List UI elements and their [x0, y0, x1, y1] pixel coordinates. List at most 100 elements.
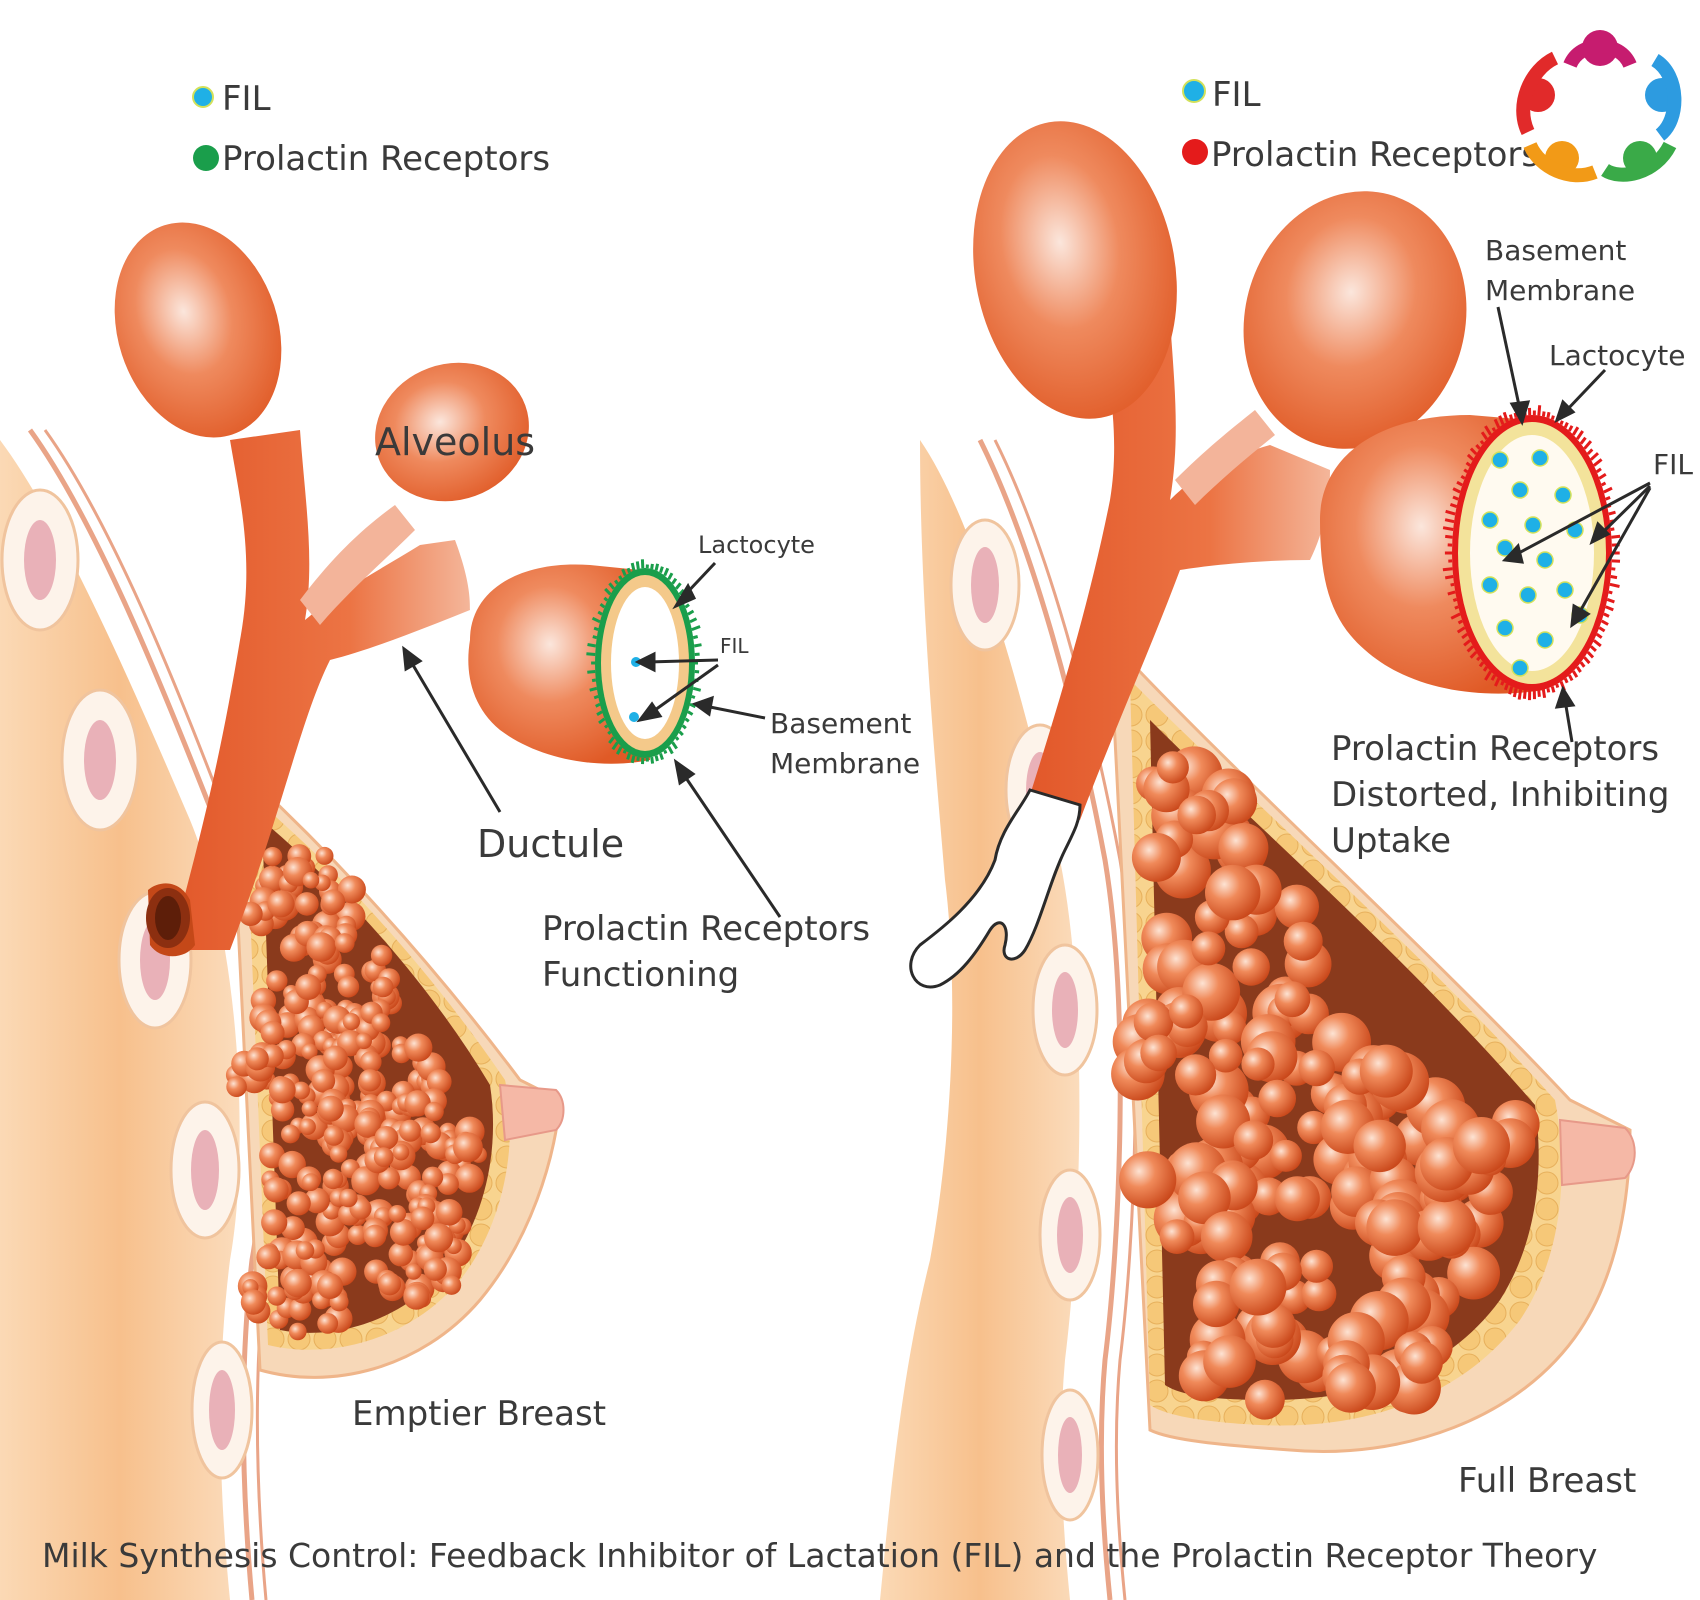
- receptor-tick: [591, 678, 597, 683]
- receptor-tick: [1476, 656, 1481, 662]
- receptor-tick: [1537, 405, 1542, 416]
- receptor-tick: [1555, 683, 1560, 689]
- lobule-icon: [1301, 1276, 1337, 1312]
- lobule-icon: [1274, 981, 1311, 1018]
- lobule-icon: [392, 1143, 410, 1161]
- receptor-tick: [614, 579, 619, 585]
- alveolus-upper-right-2: [1243, 191, 1467, 449]
- receptor-tick: [691, 695, 696, 699]
- receptor-tick: [630, 755, 636, 764]
- basement-label-right-1: Basement: [1485, 234, 1626, 267]
- receptor-tick: [622, 749, 627, 754]
- alveolus-label: Alveolus: [375, 420, 535, 464]
- lobule-icon: [1200, 1211, 1253, 1263]
- receptor-tick: [1610, 527, 1615, 531]
- receptor-tick: [675, 582, 682, 590]
- lobule-icon: [295, 1241, 315, 1260]
- lobule-icon: [266, 970, 288, 992]
- lobule-icon: [370, 944, 393, 967]
- receptor-tick: [1457, 619, 1464, 625]
- receptor-tick: [681, 724, 687, 730]
- receptor-tick: [1586, 650, 1595, 659]
- lobule-icon: [299, 1118, 316, 1135]
- left-pointer-arrows: [402, 561, 782, 918]
- receptor-tick: [1563, 421, 1569, 429]
- receptor-tick: [1463, 639, 1472, 647]
- lobule-icon: [1274, 1176, 1320, 1222]
- receptor-tick: [587, 670, 596, 674]
- lobule-icon: [1417, 1197, 1477, 1257]
- alveolus-upper-right-1: [973, 121, 1177, 419]
- receptor-tick: [1522, 690, 1527, 699]
- lobule-icon: [1205, 864, 1261, 921]
- lactocyte-label-left: Lactocyte: [698, 531, 815, 559]
- receptor-tick: [692, 635, 699, 640]
- receptor-tick: [1490, 674, 1497, 681]
- receptor-tick: [1537, 690, 1541, 697]
- receptor-tick: [593, 694, 599, 700]
- receptor-tick: [1494, 677, 1501, 687]
- lobule-icon: [1447, 1246, 1500, 1300]
- receptor-tick: [1589, 645, 1597, 653]
- lobule-icon: [226, 1076, 247, 1097]
- legend-fil-label-right: FIL: [1212, 75, 1261, 115]
- fil-legend-icon: [192, 86, 214, 108]
- lobule-icon: [1131, 832, 1181, 882]
- lobule-icon: [441, 1275, 462, 1295]
- lobule-icon: [389, 1218, 417, 1246]
- lobule-icon: [1366, 1199, 1423, 1256]
- receptor-tick: [621, 568, 627, 577]
- receptor-tick: [599, 603, 606, 609]
- receptor-tick: [1447, 590, 1456, 596]
- receptor-tick: [587, 643, 597, 648]
- receptor-tick: [1567, 425, 1574, 432]
- receptor-tick: [693, 643, 702, 648]
- lobule-icon: [1213, 1011, 1247, 1045]
- receptor-tick: [1605, 496, 1611, 501]
- receptor-tick: [659, 566, 664, 574]
- lobule-icon: [1191, 931, 1226, 966]
- lobule-icon: [1241, 1047, 1275, 1081]
- lobule-icon: [317, 1273, 343, 1299]
- fil-dot-icon: [1481, 576, 1499, 594]
- fil-dot-icon: [1556, 581, 1574, 599]
- lobule-icon: [1300, 1249, 1333, 1283]
- lobule-icon: [363, 1224, 387, 1248]
- ductule-label: Ductule: [477, 822, 624, 866]
- lobule-icon: [1169, 994, 1204, 1029]
- lobule-icon: [1193, 1280, 1240, 1328]
- lobule-icon: [422, 1166, 444, 1188]
- receptor-tick: [1608, 510, 1616, 516]
- receptor-tick: [654, 563, 660, 571]
- receptor-tick: [1598, 472, 1607, 480]
- alveolus-upper-left: [114, 222, 282, 438]
- receptor-tick: [1442, 526, 1454, 531]
- receptor-tick: [1600, 619, 1609, 626]
- receptor-tick: [1575, 430, 1584, 440]
- lobule-icon: [1233, 1120, 1274, 1160]
- receptor-tick: [1592, 639, 1602, 648]
- lobule-icon: [1159, 1219, 1195, 1254]
- lobule-icon: [1177, 795, 1216, 835]
- lobule-icon: [435, 1199, 463, 1226]
- milk-lobules-emptier: [225, 844, 487, 1341]
- lobule-icon: [405, 1263, 422, 1280]
- full-breast-caption: Full Breast: [1458, 1461, 1636, 1501]
- receptor-tick: [1513, 412, 1518, 419]
- lobule-icon: [256, 1244, 281, 1270]
- receptor-tick: [1500, 681, 1505, 686]
- legend-fil-label: FIL: [222, 79, 271, 119]
- lobule-icon: [404, 1033, 433, 1062]
- fil-dot-icon: [629, 712, 639, 722]
- lobule-icon: [260, 1020, 285, 1045]
- receptor-tick: [1583, 656, 1591, 665]
- community-circle-logo-icon: [1516, 30, 1682, 183]
- lobule-icon: [329, 1145, 348, 1163]
- legend-prolactin-label: Prolactin Receptors: [222, 139, 550, 179]
- receptor-tick: [1444, 575, 1454, 580]
- lobule-icon: [281, 1124, 300, 1144]
- receptor-tick: [1456, 480, 1464, 487]
- lobule-icon: [289, 1322, 307, 1341]
- lobule-icon: [1156, 751, 1189, 784]
